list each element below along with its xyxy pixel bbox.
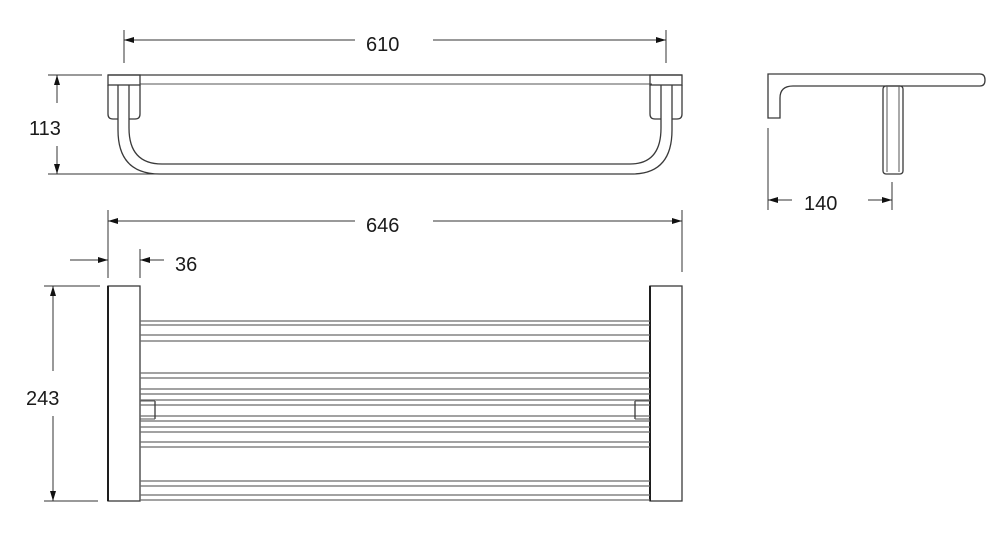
dimension-140: 140 [767,128,893,215]
dimension-36: 36 [70,249,197,278]
front-view: 610 113 [29,30,683,175]
dimension-646: 646 [107,210,683,278]
left-end-plate [107,285,141,502]
dim-label-140: 140 [804,193,837,215]
dimension-610: 610 [123,30,667,63]
dim-label-646: 646 [366,215,399,237]
right-bracket [629,74,683,175]
top-view: 646 36 243 [26,210,683,502]
dimension-113: 113 [29,74,102,174]
dimension-243: 243 [26,285,100,502]
side-view: 140 [767,73,986,215]
dim-label-113: 113 [29,118,61,140]
dim-label-36: 36 [175,254,197,276]
dim-label-610: 610 [366,34,399,56]
shelf-bars [140,320,650,501]
left-bracket [107,74,632,175]
right-end-plate [649,285,683,502]
dim-label-243: 243 [26,388,59,410]
